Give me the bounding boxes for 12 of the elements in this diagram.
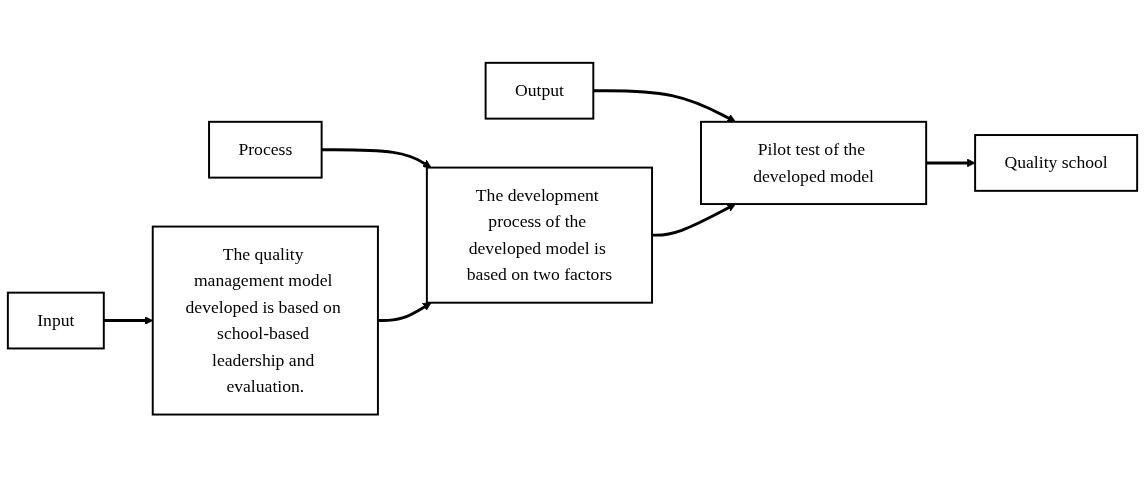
node-box: Input (6, 291, 105, 350)
node-box: Quality school (974, 133, 1139, 192)
arrow (926, 158, 976, 168)
arrow (652, 203, 736, 237)
arrow (593, 89, 736, 122)
node-box: Pilot test of the developed model (700, 120, 928, 205)
node-box: Process (208, 120, 323, 179)
node-box: The quality management model developed is based on school-based leadership and evaluation. (151, 225, 379, 416)
arrow (377, 302, 432, 322)
arrow (321, 148, 432, 168)
node-box: Output (484, 61, 595, 120)
node-box: The development process of the developed model is based on two factors (425, 166, 653, 304)
